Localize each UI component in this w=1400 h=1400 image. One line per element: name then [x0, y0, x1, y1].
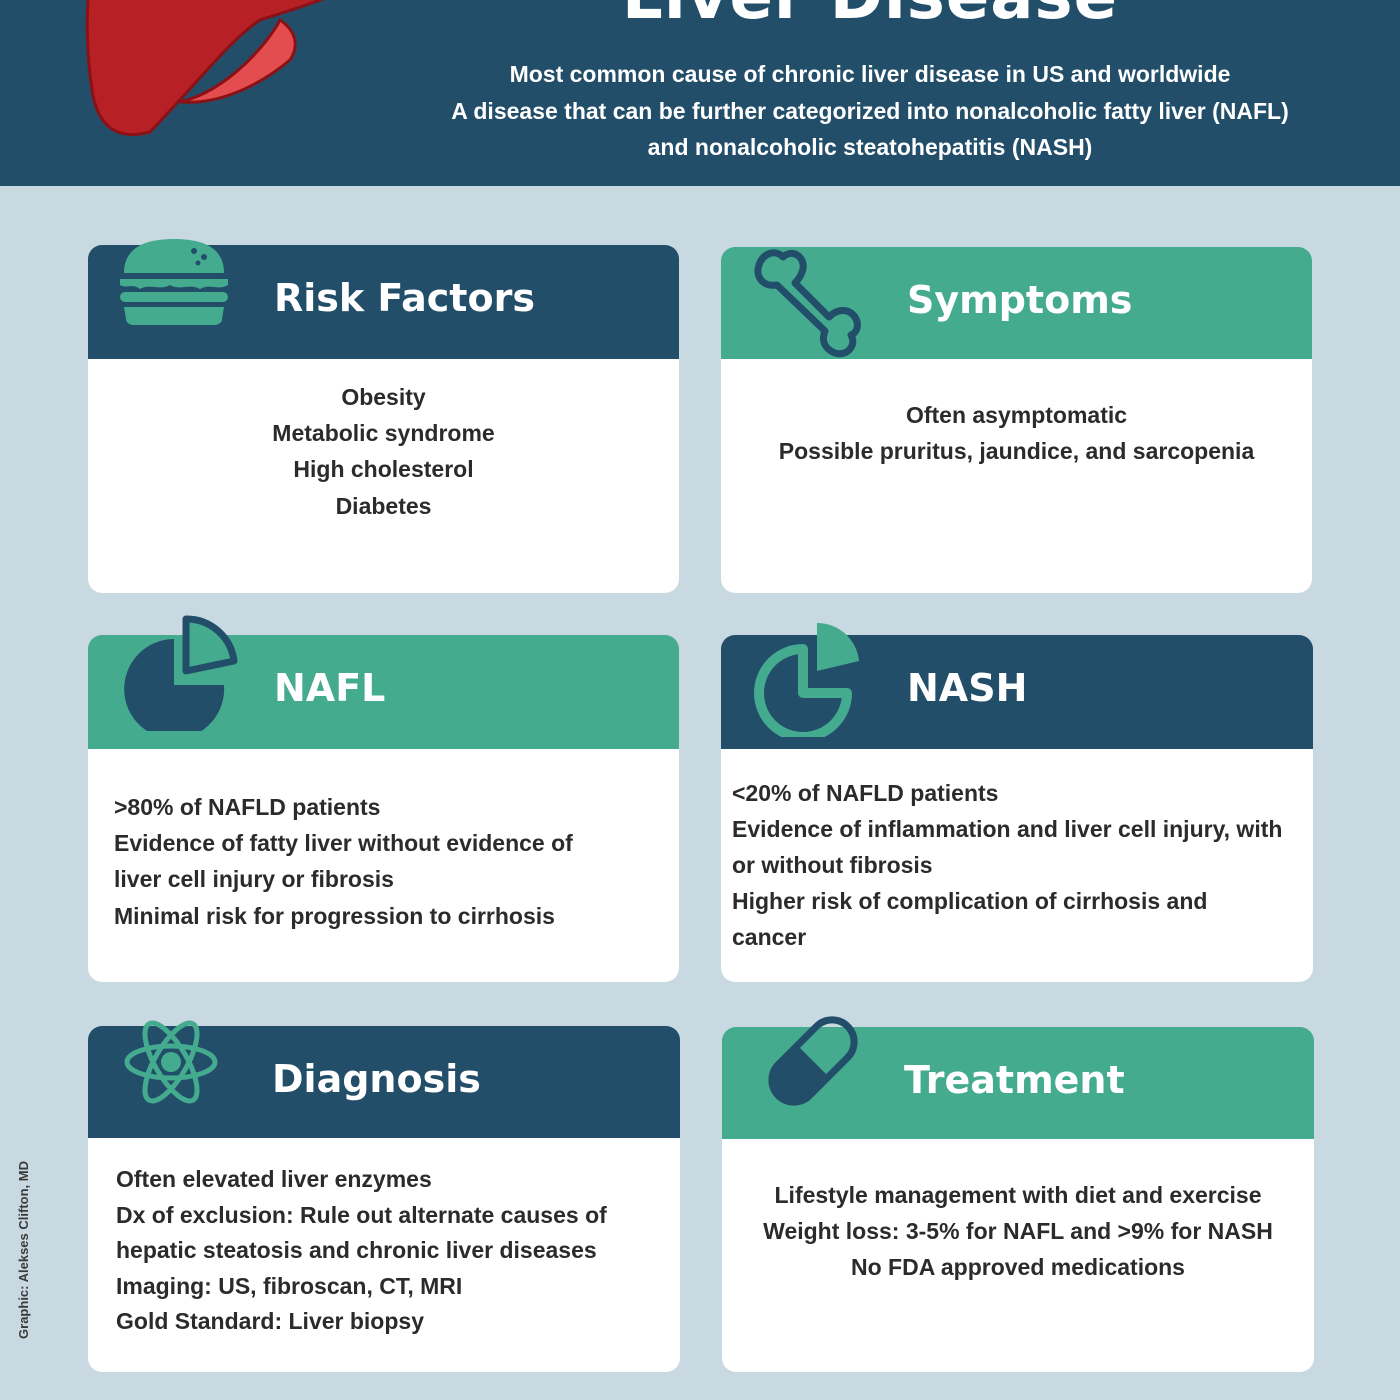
nafl-title: NAFL — [274, 666, 386, 710]
nash-item: <20% of NAFLD patients — [732, 780, 999, 806]
treatment-card: Lifestyle management with diet and exerc… — [722, 1016, 1314, 1372]
diagnosis-item: Gold Standard: Liver biopsy — [116, 1308, 424, 1335]
nafl-body: >80% of NAFLD patients Evidence of fatty… — [88, 749, 679, 982]
diagnosis-item: hepatic steatosis and chronic liver dise… — [116, 1237, 597, 1264]
page-title: Liver Disease — [520, 0, 1220, 32]
graphic-credit: Graphic: Alekses Clifton, MD — [16, 1161, 31, 1339]
nash-item: Higher risk of complication of cirrhosis… — [732, 888, 1208, 914]
page-subtitle: Most common cause of chronic liver disea… — [400, 56, 1340, 166]
symptoms-card: Often asymptomatic Possible pruritus, ja… — [721, 247, 1312, 593]
nash-item: or without fibrosis — [732, 852, 933, 878]
treatment-title: Treatment — [904, 1058, 1125, 1102]
diagnosis-body: Often elevated liver enzymes Dx of exclu… — [88, 1138, 680, 1372]
nash-item: Evidence of inflammation and liver cell … — [732, 816, 1283, 842]
pie-chart-outline-icon — [754, 622, 859, 737]
risk-factors-body: Obesity Metabolic syndrome High choleste… — [88, 359, 679, 593]
risk-factors-title: Risk Factors — [274, 276, 535, 320]
diagnosis-item: Imaging: US, fibroscan, CT, MRI — [116, 1272, 463, 1299]
pill-icon — [768, 1016, 858, 1106]
atom-icon — [124, 1020, 218, 1104]
diagnosis-title: Diagnosis — [272, 1057, 481, 1101]
symptom-item: Often asymptomatic — [905, 402, 1128, 428]
nafl-item: >80% of NAFLD patients — [114, 794, 381, 820]
liver-icon — [85, 0, 325, 137]
bone-icon — [754, 249, 861, 358]
risk-factor-item: High cholesterol — [293, 456, 474, 483]
header-banner: Liver Disease Most common cause of chron… — [0, 0, 1400, 186]
nash-title: NASH — [907, 666, 1028, 710]
nash-card: <20% of NAFLD patients Evidence of infla… — [721, 622, 1313, 982]
nafl-item: liver cell injury or fibrosis — [114, 866, 394, 893]
nafl-item: Evidence of fatty liver without evidence… — [114, 830, 573, 857]
risk-factor-item: Diabetes — [335, 492, 432, 519]
pie-chart-icon — [124, 615, 238, 731]
risk-factor-item: Metabolic syndrome — [272, 420, 495, 447]
nash-body: <20% of NAFLD patients Evidence of infla… — [721, 749, 1313, 982]
nafl-card: >80% of NAFLD patients Evidence of fatty… — [88, 615, 679, 982]
treatment-body: Lifestyle management with diet and exerc… — [722, 1139, 1314, 1372]
treatment-item: Lifestyle management with diet and exerc… — [774, 1182, 1262, 1208]
risk-factors-card: Obesity Metabolic syndrome High choleste… — [88, 239, 679, 593]
symptoms-body: Often asymptomatic Possible pruritus, ja… — [721, 359, 1312, 593]
nash-item: cancer — [732, 924, 807, 950]
diagnosis-card: Often elevated liver enzymes Dx of exclu… — [88, 1020, 680, 1372]
subtitle-line: and nonalcoholic steatohepatitis (NASH) — [647, 134, 1093, 160]
symptom-item: Possible pruritus, jaundice, and sarcope… — [778, 438, 1255, 465]
diagnosis-item: Often elevated liver enzymes — [116, 1166, 432, 1192]
risk-factor-item: Obesity — [341, 384, 426, 410]
subtitle-line: A disease that can be further categorize… — [451, 97, 1289, 124]
treatment-item: Weight loss: 3-5% for NAFL and >9% for N… — [763, 1218, 1273, 1245]
symptoms-title: Symptoms — [907, 278, 1133, 322]
subtitle-line: Most common cause of chronic liver disea… — [509, 61, 1231, 87]
diagnosis-item: Dx of exclusion: Rule out alternate caus… — [116, 1201, 607, 1228]
nafl-item: Minimal risk for progression to cirrhosi… — [114, 902, 555, 929]
treatment-item: No FDA approved medications — [851, 1254, 1185, 1281]
burger-icon — [120, 239, 228, 325]
